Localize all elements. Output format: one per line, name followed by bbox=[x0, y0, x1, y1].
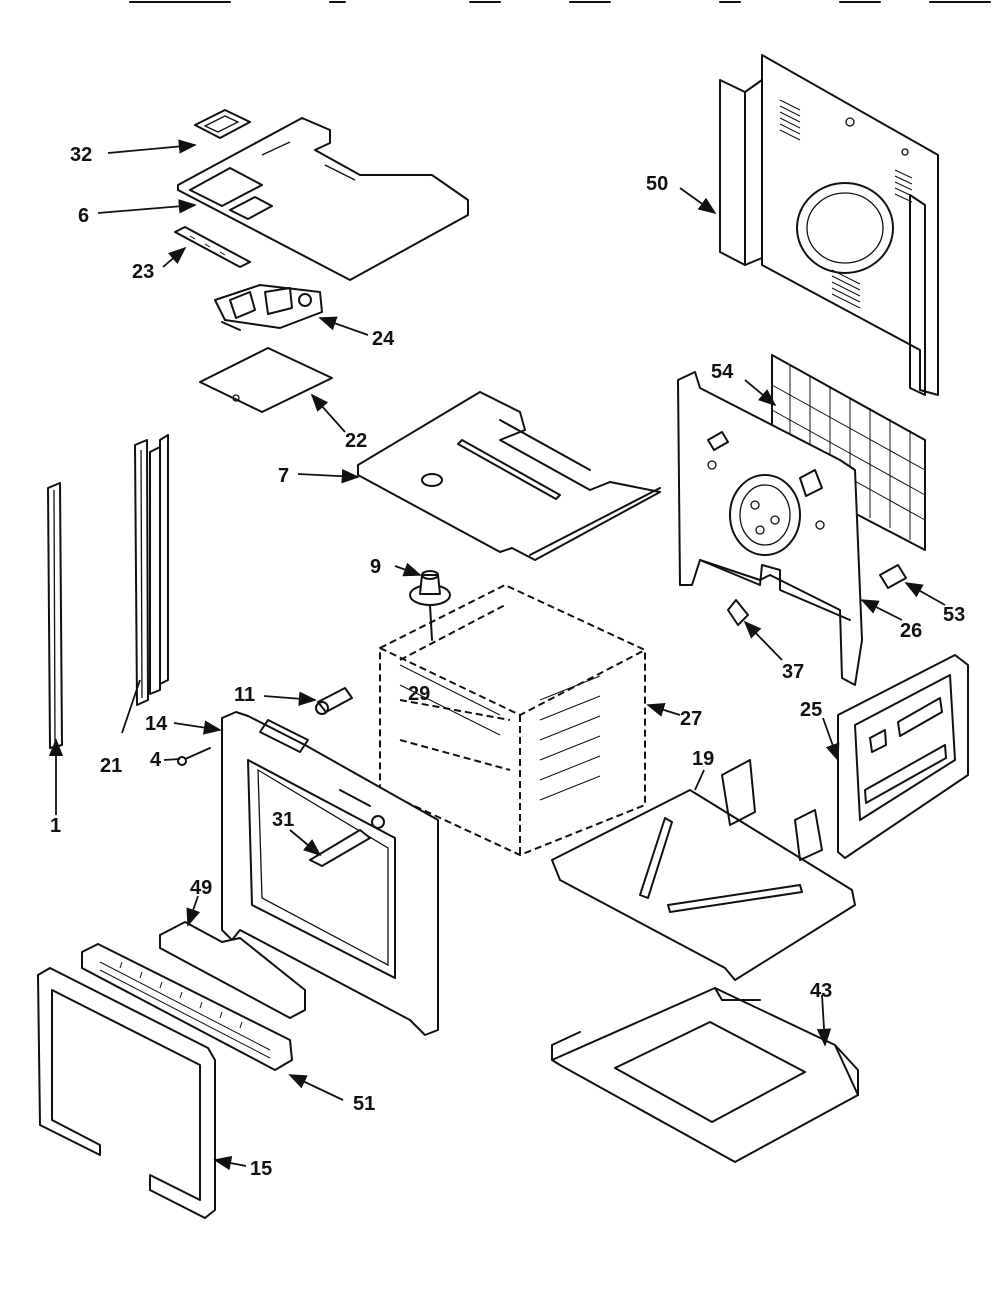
part-53-bracket bbox=[879, 564, 907, 589]
part-32-clip bbox=[194, 109, 251, 139]
part-11-lamp-socket bbox=[315, 687, 353, 715]
label-32: 32 bbox=[70, 144, 92, 166]
part-14-front-frame bbox=[221, 711, 439, 1036]
part-50-rear-panel bbox=[719, 54, 939, 396]
part-6-top-panel bbox=[177, 117, 469, 281]
label-23: 23 bbox=[132, 261, 154, 283]
part-22-plate bbox=[199, 347, 333, 413]
part-49-bar bbox=[159, 921, 306, 1019]
part-23-bracket bbox=[174, 226, 251, 268]
part-24-switch-assembly bbox=[214, 284, 323, 331]
label-7: 7 bbox=[278, 465, 289, 487]
label-11: 11 bbox=[234, 684, 255, 706]
label-26: 26 bbox=[900, 620, 922, 642]
label-37: 37 bbox=[782, 661, 804, 683]
label-1: 1 bbox=[50, 815, 61, 837]
label-9: 9 bbox=[370, 556, 381, 578]
label-4: 4 bbox=[150, 749, 162, 771]
part-31-latch bbox=[309, 815, 385, 867]
part-labels: 32 6 23 24 22 7 9 11 29 14 4 21 1 31 49 … bbox=[50, 144, 965, 1180]
label-27: 27 bbox=[680, 708, 702, 730]
part-1-side-trim bbox=[47, 482, 63, 749]
label-51: 51 bbox=[353, 1093, 375, 1115]
part-25-side-panel bbox=[837, 654, 969, 859]
label-21: 21 bbox=[100, 755, 122, 777]
part-51-vent-trim bbox=[81, 943, 293, 1071]
label-31: 31 bbox=[272, 809, 294, 831]
part-26-back-panel bbox=[677, 371, 863, 686]
part-9-thermostat bbox=[409, 570, 451, 641]
label-14: 14 bbox=[145, 713, 168, 735]
label-25: 25 bbox=[800, 699, 822, 721]
part-21-side-trim bbox=[134, 434, 169, 706]
part-7-shelf bbox=[357, 391, 661, 561]
label-54: 54 bbox=[711, 361, 734, 383]
part-19-bottom-shelf bbox=[551, 759, 856, 981]
label-29: 29 bbox=[408, 683, 430, 705]
label-49: 49 bbox=[190, 877, 212, 899]
part-4-screw bbox=[177, 747, 211, 766]
part-37-clip bbox=[727, 599, 749, 626]
part-43-bottom-tray bbox=[551, 987, 859, 1163]
label-43: 43 bbox=[810, 980, 832, 1002]
label-24: 24 bbox=[372, 328, 395, 350]
label-15: 15 bbox=[250, 1158, 272, 1180]
label-53: 53 bbox=[943, 604, 965, 626]
label-19: 19 bbox=[692, 748, 714, 770]
label-50: 50 bbox=[646, 173, 668, 195]
label-22: 22 bbox=[345, 430, 367, 452]
part-15-door-gasket bbox=[37, 967, 216, 1219]
leader-lines bbox=[48, 139, 946, 1171]
label-6: 6 bbox=[78, 205, 89, 227]
